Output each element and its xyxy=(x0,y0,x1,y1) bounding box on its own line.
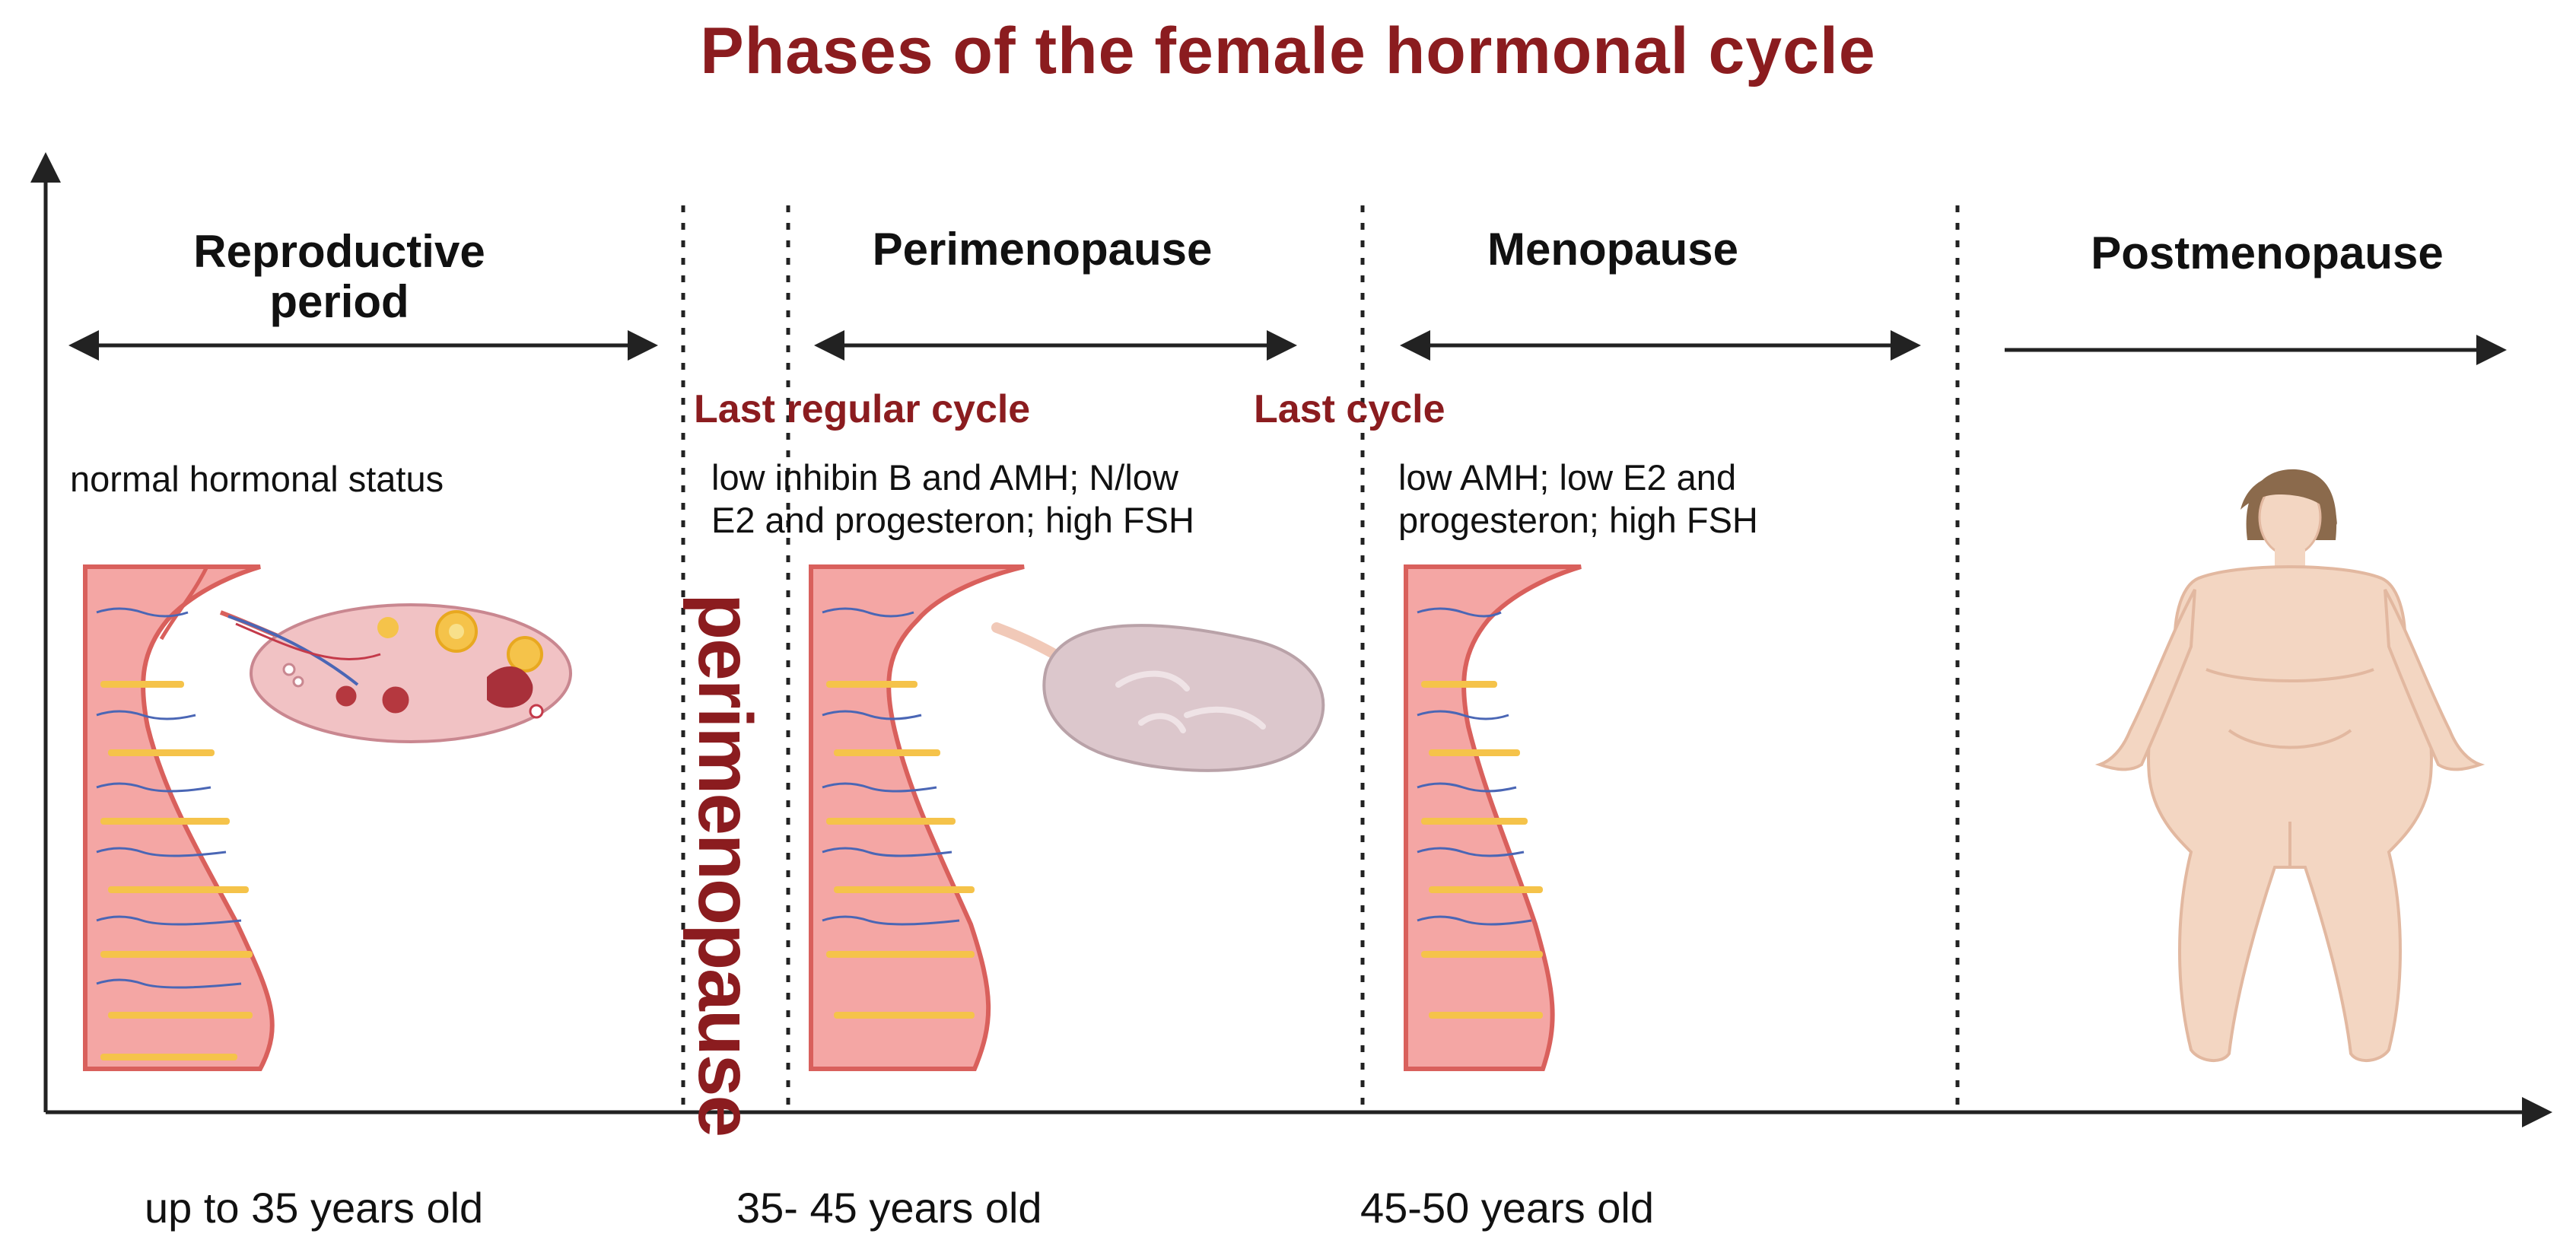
phase-label-perimenopause: Perimenopause xyxy=(872,224,1213,275)
desc-menopause: low AMH; low E2 and progesteron; high FS… xyxy=(1398,457,1758,540)
atrophic-ovary-illustration xyxy=(991,622,1325,772)
desc-perimenopause: low inhibin B and AMH; N/low E2 and prog… xyxy=(711,457,1194,540)
phase-label-postmenopause: Postmenopause xyxy=(2091,227,2444,278)
vertical-label-perimenopause: perimenopause xyxy=(682,593,768,1137)
diagram-title: Phases of the female hormonal cycle xyxy=(700,14,1876,87)
age-label-perimenopause: 35- 45 years old xyxy=(736,1184,1042,1232)
event-last-cycle: Last cycle xyxy=(1254,387,1445,431)
uterus-illustration-reproductive xyxy=(83,564,275,1071)
phase-label-menopause: Menopause xyxy=(1487,224,1739,275)
age-label-menopause: 45-50 years old xyxy=(1360,1184,1655,1232)
age-label-reproductive: up to 35 years old xyxy=(145,1184,484,1232)
phase-dividers xyxy=(681,205,1960,1112)
ovary-with-follicles-illustration xyxy=(219,603,572,743)
uterus-illustration-menopause xyxy=(1404,564,1582,1071)
desc-reproductive: normal hormonal status xyxy=(70,459,444,499)
uterus-illustration-perimenopause xyxy=(809,564,1025,1071)
phase-label-reproductive: Reproductive period xyxy=(193,226,485,327)
postmenopausal-woman-illustration xyxy=(2094,469,2485,1063)
event-last-regular-cycle: Last regular cycle xyxy=(694,387,1031,431)
